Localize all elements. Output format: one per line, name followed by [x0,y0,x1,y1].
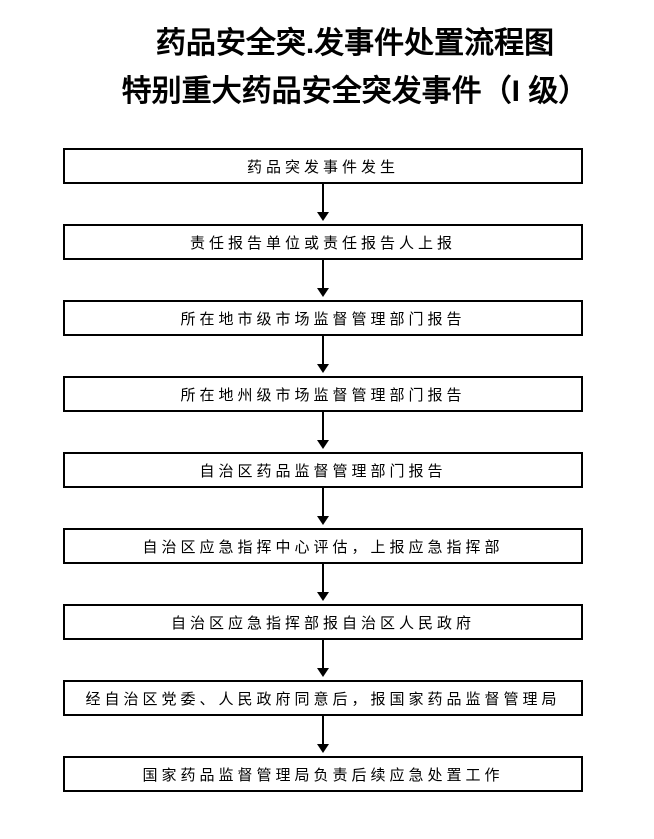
flow-step-region-drug-admin-report: 自治区药品监督管理部门报告 [63,452,583,488]
flow-step-emergency-center-assess: 自治区应急指挥中心评估，上报应急指挥部 [63,528,583,564]
page-title: 药品安全突.发事件处置流程图 [155,27,555,60]
flow-step-label: 国家药品监督管理局负责后续应急处置工作 [142,767,504,784]
arrow-line [322,640,324,668]
arrow-down-icon [63,716,583,756]
arrow-head [317,364,329,373]
arrow-head [317,288,329,297]
arrow-down-icon [63,488,583,528]
arrow-down-icon [63,412,583,452]
arrow-head [317,440,329,449]
arrow-line [322,260,324,288]
flow-step-label: 经自治区党委、人民政府同意后，报国家药品监督管理局 [85,691,561,708]
flow-step-label: 自治区药品监督管理部门报告 [199,463,447,480]
page-subtitle: 特别重大药品安全突发事件（I 级） [121,75,589,108]
arrow-down-icon [63,564,583,604]
arrow-down-icon [63,640,583,680]
flow-step-city-level-report: 所在地市级市场监督管理部门报告 [63,300,583,336]
flow-step-label: 责任报告单位或责任报告人上报 [189,235,456,252]
arrow-head [317,212,329,221]
arrow-line [322,336,324,364]
arrow-head [317,592,329,601]
arrow-line [322,488,324,516]
flow-step-label: 药品突发事件发生 [246,159,399,176]
arrow-head [317,668,329,677]
flow-step-incident-occurs: 药品突发事件发生 [63,148,583,184]
arrow-line [322,412,324,440]
flow-step-report-national-nmpa: 经自治区党委、人民政府同意后，报国家药品监督管理局 [63,680,583,716]
flow-step-nmpa-followup-disposal: 国家药品监督管理局负责后续应急处置工作 [63,756,583,792]
flowchart: 药品突发事件发生 责任报告单位或责任报告人上报 所在地市级市场监督管理部门报告 … [63,148,583,792]
flow-step-responsible-reporter: 责任报告单位或责任报告人上报 [63,224,583,260]
arrow-head [317,744,329,753]
flow-step-label: 所在地州级市场监督管理部门报告 [180,387,466,404]
arrow-line [322,184,324,212]
arrow-head [317,516,329,525]
arrow-line [322,716,324,744]
flow-step-label: 自治区应急指挥中心评估，上报应急指挥部 [142,539,504,556]
arrow-line [322,564,324,592]
arrow-down-icon [63,184,583,224]
flow-step-label: 所在地市级市场监督管理部门报告 [180,311,466,328]
arrow-down-icon [63,260,583,300]
flow-step-prefecture-level-report: 所在地州级市场监督管理部门报告 [63,376,583,412]
flow-step-command-reports-government: 自治区应急指挥部报自治区人民政府 [63,604,583,640]
flow-step-label: 自治区应急指挥部报自治区人民政府 [170,615,475,632]
heading: 药品安全突.发事件处置流程图 特别重大药品安全突发事件（I 级） [28,20,654,116]
arrow-down-icon [63,336,583,376]
